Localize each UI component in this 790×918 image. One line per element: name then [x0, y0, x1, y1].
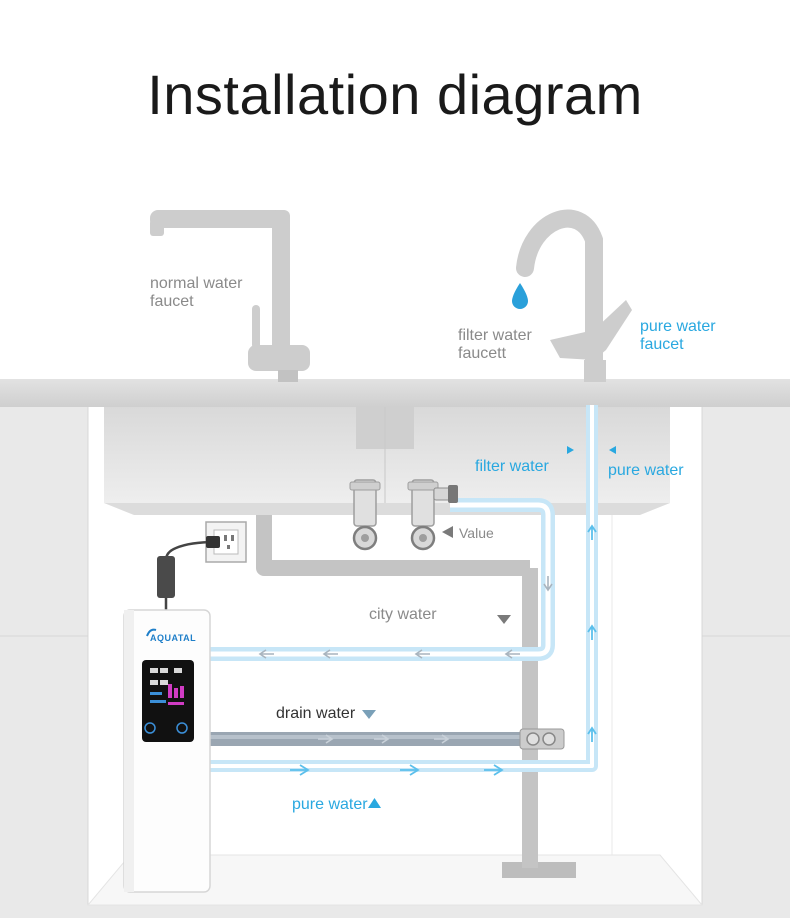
arrow-right-icon	[484, 764, 504, 776]
triangle-marker-icon	[567, 446, 574, 454]
brand-label: AQUATAL	[150, 633, 197, 643]
arrow-right-icon	[318, 734, 334, 744]
pure-water-bottom-label: pure water	[292, 796, 368, 813]
filter-water-faucet	[516, 209, 603, 379]
water-drop-icon	[512, 283, 528, 309]
drain-pipe	[256, 515, 538, 840]
arrow-up-icon	[587, 726, 597, 742]
brand-logo-icon	[146, 628, 157, 637]
arrow-right-icon	[434, 734, 450, 744]
filter-faucet-label-line1: filter water	[458, 327, 532, 344]
power-button-icon	[144, 722, 156, 734]
normal-faucet-label-line1: normal water	[150, 275, 243, 292]
filter-water-label: filter water	[475, 458, 549, 475]
arrow-left-icon	[414, 649, 430, 659]
flush-button-icon	[176, 722, 188, 734]
pure-faucet-label-line1: pure water	[640, 318, 716, 335]
triangle-marker-icon	[442, 526, 453, 538]
page-title: Installation diagram	[147, 63, 643, 126]
purifier-unit	[123, 609, 211, 893]
filter-faucet-label-line2: faucett	[458, 345, 507, 362]
arrow-right-icon	[400, 764, 420, 776]
drain-water-label: drain water	[276, 705, 356, 722]
arrow-left-icon	[322, 649, 338, 659]
pure-water-top-label: pure water	[608, 462, 684, 479]
pure-water-arrows	[290, 524, 597, 776]
faucet-handles	[550, 300, 632, 382]
angle-valve-left	[349, 479, 381, 551]
power-adapter	[157, 536, 220, 612]
arrow-up-icon	[587, 524, 597, 540]
normal-water-faucet	[150, 210, 310, 382]
city-water-label: city water	[369, 606, 437, 623]
angle-valve-right	[407, 479, 458, 551]
drain-water-arrows	[318, 734, 450, 744]
arrow-left-icon	[258, 649, 274, 659]
pure-faucet-label-line2: faucet	[640, 336, 684, 353]
triangle-marker-icon	[368, 798, 381, 808]
city-water-arrows	[258, 576, 553, 659]
triangle-marker-icon	[609, 446, 616, 454]
arrow-down-icon	[543, 576, 553, 592]
arrow-right-icon	[374, 734, 390, 744]
normal-faucet-label-line2: faucet	[150, 293, 194, 310]
triangle-marker-icon	[362, 710, 376, 719]
arrow-up-icon	[587, 624, 597, 640]
arrow-right-icon	[290, 764, 310, 776]
arrow-left-icon	[504, 649, 520, 659]
display-panel	[150, 668, 184, 705]
triangle-marker-icon	[497, 615, 511, 624]
drain-water-line	[210, 728, 565, 750]
countertop	[0, 379, 790, 407]
sink-basin	[104, 407, 670, 515]
valve-label: Value	[459, 525, 494, 541]
drain-base	[502, 862, 576, 878]
